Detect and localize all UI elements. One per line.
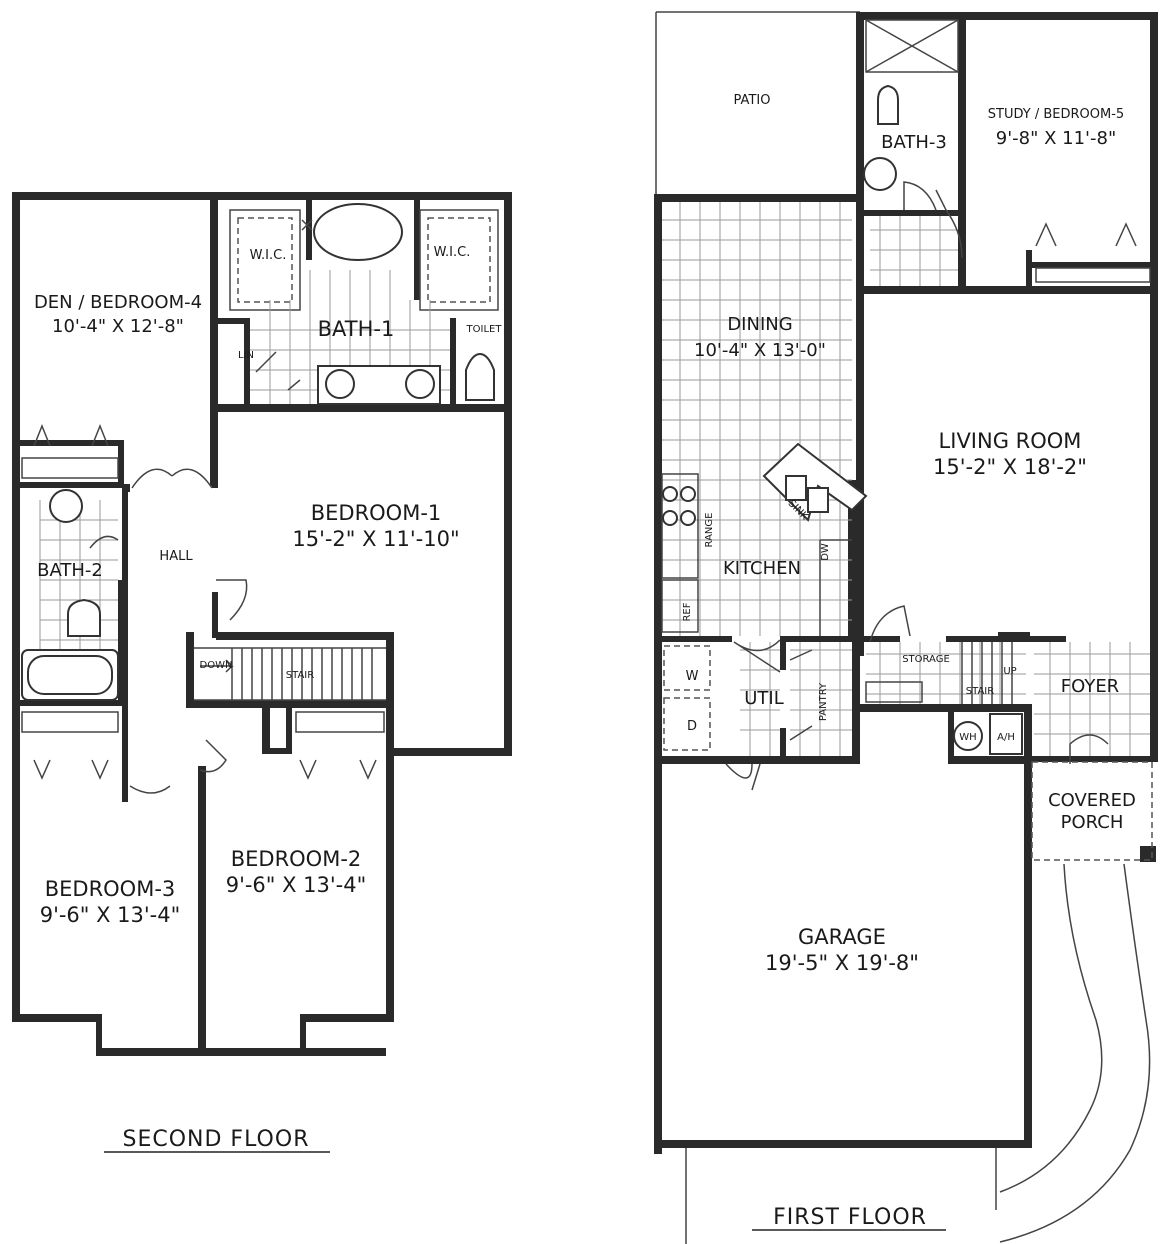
pantry-label: PANTRY [818,682,829,721]
second-floor-title: SECOND FLOOR [123,1127,310,1152]
first-floor-fixtures [661,19,1151,791]
water-heater-label: WH [959,732,976,743]
covered-porch-label-line1: COVERED [1048,790,1136,811]
stair-label-1f: STAIR [966,686,994,697]
range-label: RANGE [704,513,715,548]
porch-and-walkway [685,761,1153,1244]
second-floor-fixtures [21,203,495,701]
first-floor-walls [654,12,1158,1154]
second-floor-closets [21,209,499,780]
second-floor-plan: DEN / BEDROOM-4 10'-4" X 12'-8" W.I.C. W… [12,192,512,1153]
wic-right-label: W.I.C. [434,245,471,260]
air-handler-label: A/H [997,732,1015,743]
dining-dims: 10'-4" X 13'-0" [694,340,826,361]
garage-dims: 19'-5" X 19'-8" [765,951,919,975]
toilet-bath-2 [67,598,101,637]
den-bedroom-4-dims: 10'-4" X 12'-8" [52,316,184,337]
bathtub-oval [313,203,403,261]
bedroom-2-label: BEDROOM-2 [231,847,362,871]
second-floor-walls [12,192,512,1056]
linen-label: LIN [238,350,254,361]
garage-label: GARAGE [798,925,886,949]
kitchen-label: KITCHEN [723,558,801,579]
down-label: DOWN [200,660,233,671]
bedroom-2-dims: 9'-6" X 13'-4" [226,873,367,897]
toilet-bath-1 [465,352,495,401]
toilet-label: TOILET [466,324,503,335]
dining-label: DINING [727,314,792,335]
washer-label: W [686,669,699,684]
up-label: UP [1003,666,1016,677]
utility-label: UTIL [744,688,784,709]
second-floor-labels: DEN / BEDROOM-4 10'-4" X 12'-8" W.I.C. W… [34,245,503,1153]
living-room-dims: 15'-2" X 18'-2" [933,455,1087,479]
patio-label: PATIO [734,93,771,108]
sink-left [325,369,355,399]
patio-outline [655,11,860,196]
storage-label: STORAGE [902,654,950,665]
wic-left-label: W.I.C. [250,248,287,263]
bedroom-3-dims: 9'-6" X 13'-4" [40,903,181,927]
bedroom-3-label: BEDROOM-3 [45,877,176,901]
first-floor-labels: PATIO BATH-3 STUDY / BEDROOM-5 9'-8" X 1… [682,93,1136,1231]
dishwasher-label: DW [820,543,831,561]
kitchen-dining-tile-grid [662,202,1150,756]
covered-porch-label-line2: PORCH [1061,812,1124,833]
second-floor-stair [194,647,386,701]
study-bedroom-5-label: STUDY / BEDROOM-5 [988,107,1124,122]
bath-2-label: BATH-2 [37,560,103,581]
first-floor-title: FIRST FLOOR [773,1205,927,1230]
first-floor-plan: PATIO BATH-3 STUDY / BEDROOM-5 9'-8" X 1… [654,11,1158,1244]
sink-right [405,369,435,399]
bedroom-1-label: BEDROOM-1 [311,501,442,525]
dryer-label: D [687,719,697,734]
stair-label-2f: STAIR [286,670,314,681]
bath-1-label: BATH-1 [318,317,395,341]
living-room-label: LIVING ROOM [939,429,1082,453]
hall-label: HALL [159,549,193,564]
bath-3-label: BATH-3 [881,132,947,153]
refrigerator-label: REF [682,602,693,621]
bedroom-1-dims: 15'-2" X 11'-10" [292,527,459,551]
foyer-label: FOYER [1061,676,1119,697]
den-bedroom-4-label: DEN / BEDROOM-4 [34,292,202,313]
study-bedroom-5-dims: 9'-8" X 11'-8" [996,128,1116,149]
second-floor-doors [89,351,301,794]
sink-bath-2 [49,489,83,523]
